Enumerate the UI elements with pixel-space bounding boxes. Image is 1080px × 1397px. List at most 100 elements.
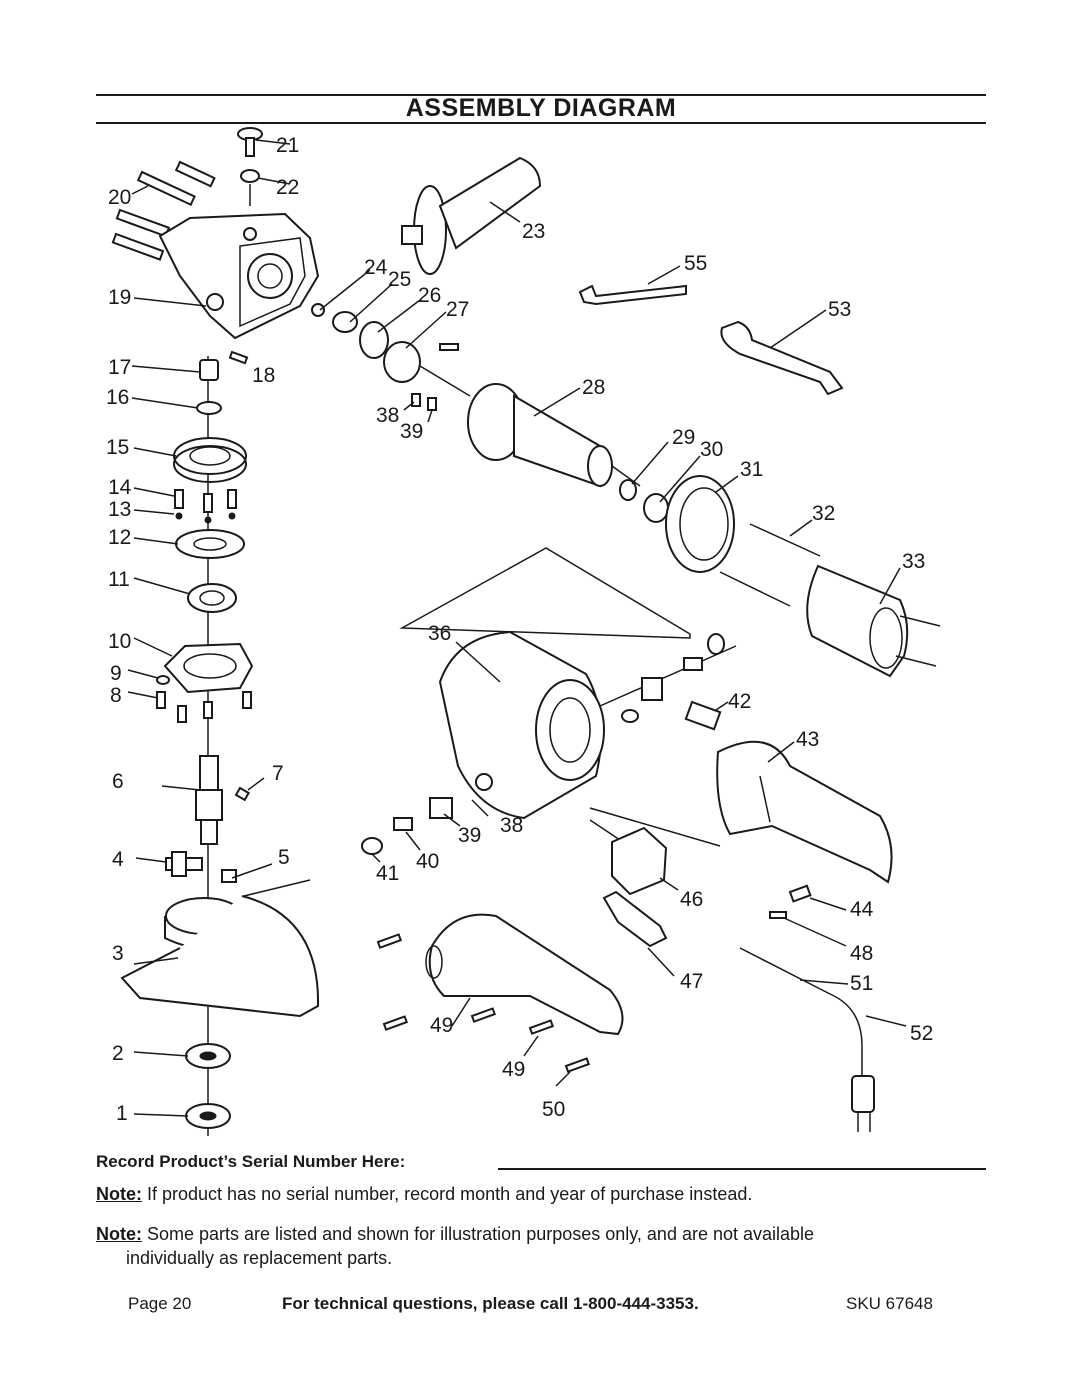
gear-housing-part-19 <box>158 212 320 340</box>
callout-14-mid: 39 <box>400 420 423 443</box>
callout-2: 2 <box>112 1042 124 1065</box>
footer-page: Page 20 <box>128 1294 192 1313</box>
callout-30: 30 <box>700 438 723 461</box>
gear-part-15 <box>173 437 247 483</box>
callout-49-lower: 49 <box>502 1058 525 1081</box>
brush-part-40 <box>393 817 413 831</box>
snap-ring-part-16 <box>196 401 222 415</box>
callout-43: 43 <box>796 728 819 751</box>
pin-part-18 <box>228 350 249 365</box>
callout-40: 40 <box>416 850 439 873</box>
flange-part-2 <box>185 1043 231 1069</box>
screw-part-49-right <box>769 911 787 919</box>
screw-part-27b <box>439 343 459 351</box>
brush-cap-part-41 <box>361 837 383 855</box>
bearing-part-30 <box>643 493 669 523</box>
callout-38: 38 <box>500 814 523 837</box>
handle-part-48 <box>425 913 624 1036</box>
note-1-label: Note: <box>96 1184 142 1204</box>
note-2-text-cont: individually as replacement parts. <box>126 1248 393 1268</box>
callout-10: 10 <box>108 630 131 653</box>
callout-42: 42 <box>728 690 751 713</box>
callout-6: 6 <box>112 770 124 793</box>
callout-39: 39 <box>458 824 481 847</box>
callout-29: 29 <box>672 426 695 449</box>
callout-33: 33 <box>902 550 925 573</box>
wrench-part-53 <box>720 320 844 396</box>
screw-part-20 <box>111 160 216 261</box>
pinion-part-24-25 <box>311 303 358 333</box>
switch-lever-part-47 <box>602 890 668 948</box>
washer-part-9 <box>156 675 170 685</box>
callout-46: 46 <box>680 888 703 911</box>
bearing-part-26 <box>359 321 389 359</box>
screw-set-lower <box>177 691 252 723</box>
callout-20: 20 <box>108 186 131 209</box>
callout-23: 23 <box>522 220 545 243</box>
callout-28: 28 <box>582 376 605 399</box>
spindle-part-6 <box>195 755 223 845</box>
bearing-part-11 <box>187 583 237 613</box>
handle-cover-part-43 <box>716 740 893 884</box>
callout-31: 31 <box>740 458 763 481</box>
motor-housing-part-36 <box>399 547 737 847</box>
baffle-part-31 <box>665 475 735 573</box>
armature-part-28 <box>419 365 641 488</box>
switch-part-42 <box>684 700 722 731</box>
callout-36: 36 <box>428 622 451 645</box>
header-bottom-rule <box>96 122 986 124</box>
guard-part-3 <box>120 879 320 1018</box>
brush-holder-part-39 <box>429 797 453 819</box>
assembly-diagram: 21 22 20 23 55 19 24 25 26 27 53 17 18 2… <box>106 127 941 1136</box>
brush-cap-part-38 <box>475 773 493 791</box>
bearing-part-29 <box>619 479 637 501</box>
note-1-text: If product has no serial number, record … <box>142 1184 753 1204</box>
callout-53: 53 <box>828 298 851 321</box>
callout-1: 1 <box>116 1102 128 1125</box>
callout-15: 15 <box>106 436 129 459</box>
callout-14: 14 <box>108 476 132 499</box>
callout-32: 32 <box>812 502 835 525</box>
clamp-part-5 <box>221 869 237 883</box>
screw-part-8 <box>156 691 166 709</box>
serial-number-label: Record Product’s Serial Number Here: <box>96 1152 406 1171</box>
callout-50: 50 <box>542 1098 565 1121</box>
callout-4: 4 <box>112 848 124 871</box>
callout-25: 25 <box>388 268 411 291</box>
callout-21: 21 <box>276 134 299 157</box>
bolt-part-4 <box>165 851 203 877</box>
screws-part-32 <box>719 523 821 607</box>
footer-tech-line: For technical questions, please call 1-8… <box>282 1294 699 1313</box>
bearing-housing-part-10 <box>163 642 254 694</box>
callout-55: 55 <box>684 252 707 275</box>
callout-12: 12 <box>108 526 131 549</box>
callout-9: 9 <box>110 662 122 685</box>
screw-set-part-13-14 <box>174 489 237 524</box>
callout-22: 22 <box>276 176 299 199</box>
callout-11: 11 <box>108 568 130 591</box>
callout-19: 19 <box>108 286 131 309</box>
key-part-7 <box>234 786 251 802</box>
callout-52: 52 <box>910 1022 933 1045</box>
callout-49-right: 48 <box>850 942 873 965</box>
callout-24: 24 <box>364 256 388 279</box>
switch-box-part-46 <box>589 819 668 896</box>
knob-part-21 <box>237 127 263 157</box>
power-cord-part-51-52 <box>739 947 875 1132</box>
header-top-rule <box>96 94 986 96</box>
page-title: ASSEMBLY DIAGRAM <box>405 94 677 122</box>
callout-44: 44 <box>850 898 874 921</box>
callout-26: 26 <box>418 284 441 307</box>
callout-7: 7 <box>272 762 284 785</box>
bushing-part-17 <box>199 359 219 381</box>
callout-17: 17 <box>108 356 131 379</box>
callout-13-mid: 38 <box>376 404 399 427</box>
plate-part-12 <box>175 529 245 559</box>
callout-48: 49 <box>430 1014 453 1037</box>
callout-13: 13 <box>108 498 131 521</box>
serial-number-line <box>498 1168 986 1170</box>
cord-clamp-part-44 <box>788 884 812 903</box>
note-2: Note: Some parts are listed and shown fo… <box>96 1222 814 1270</box>
note-2-label: Note: <box>96 1224 142 1244</box>
nut-part-1 <box>185 1103 231 1129</box>
